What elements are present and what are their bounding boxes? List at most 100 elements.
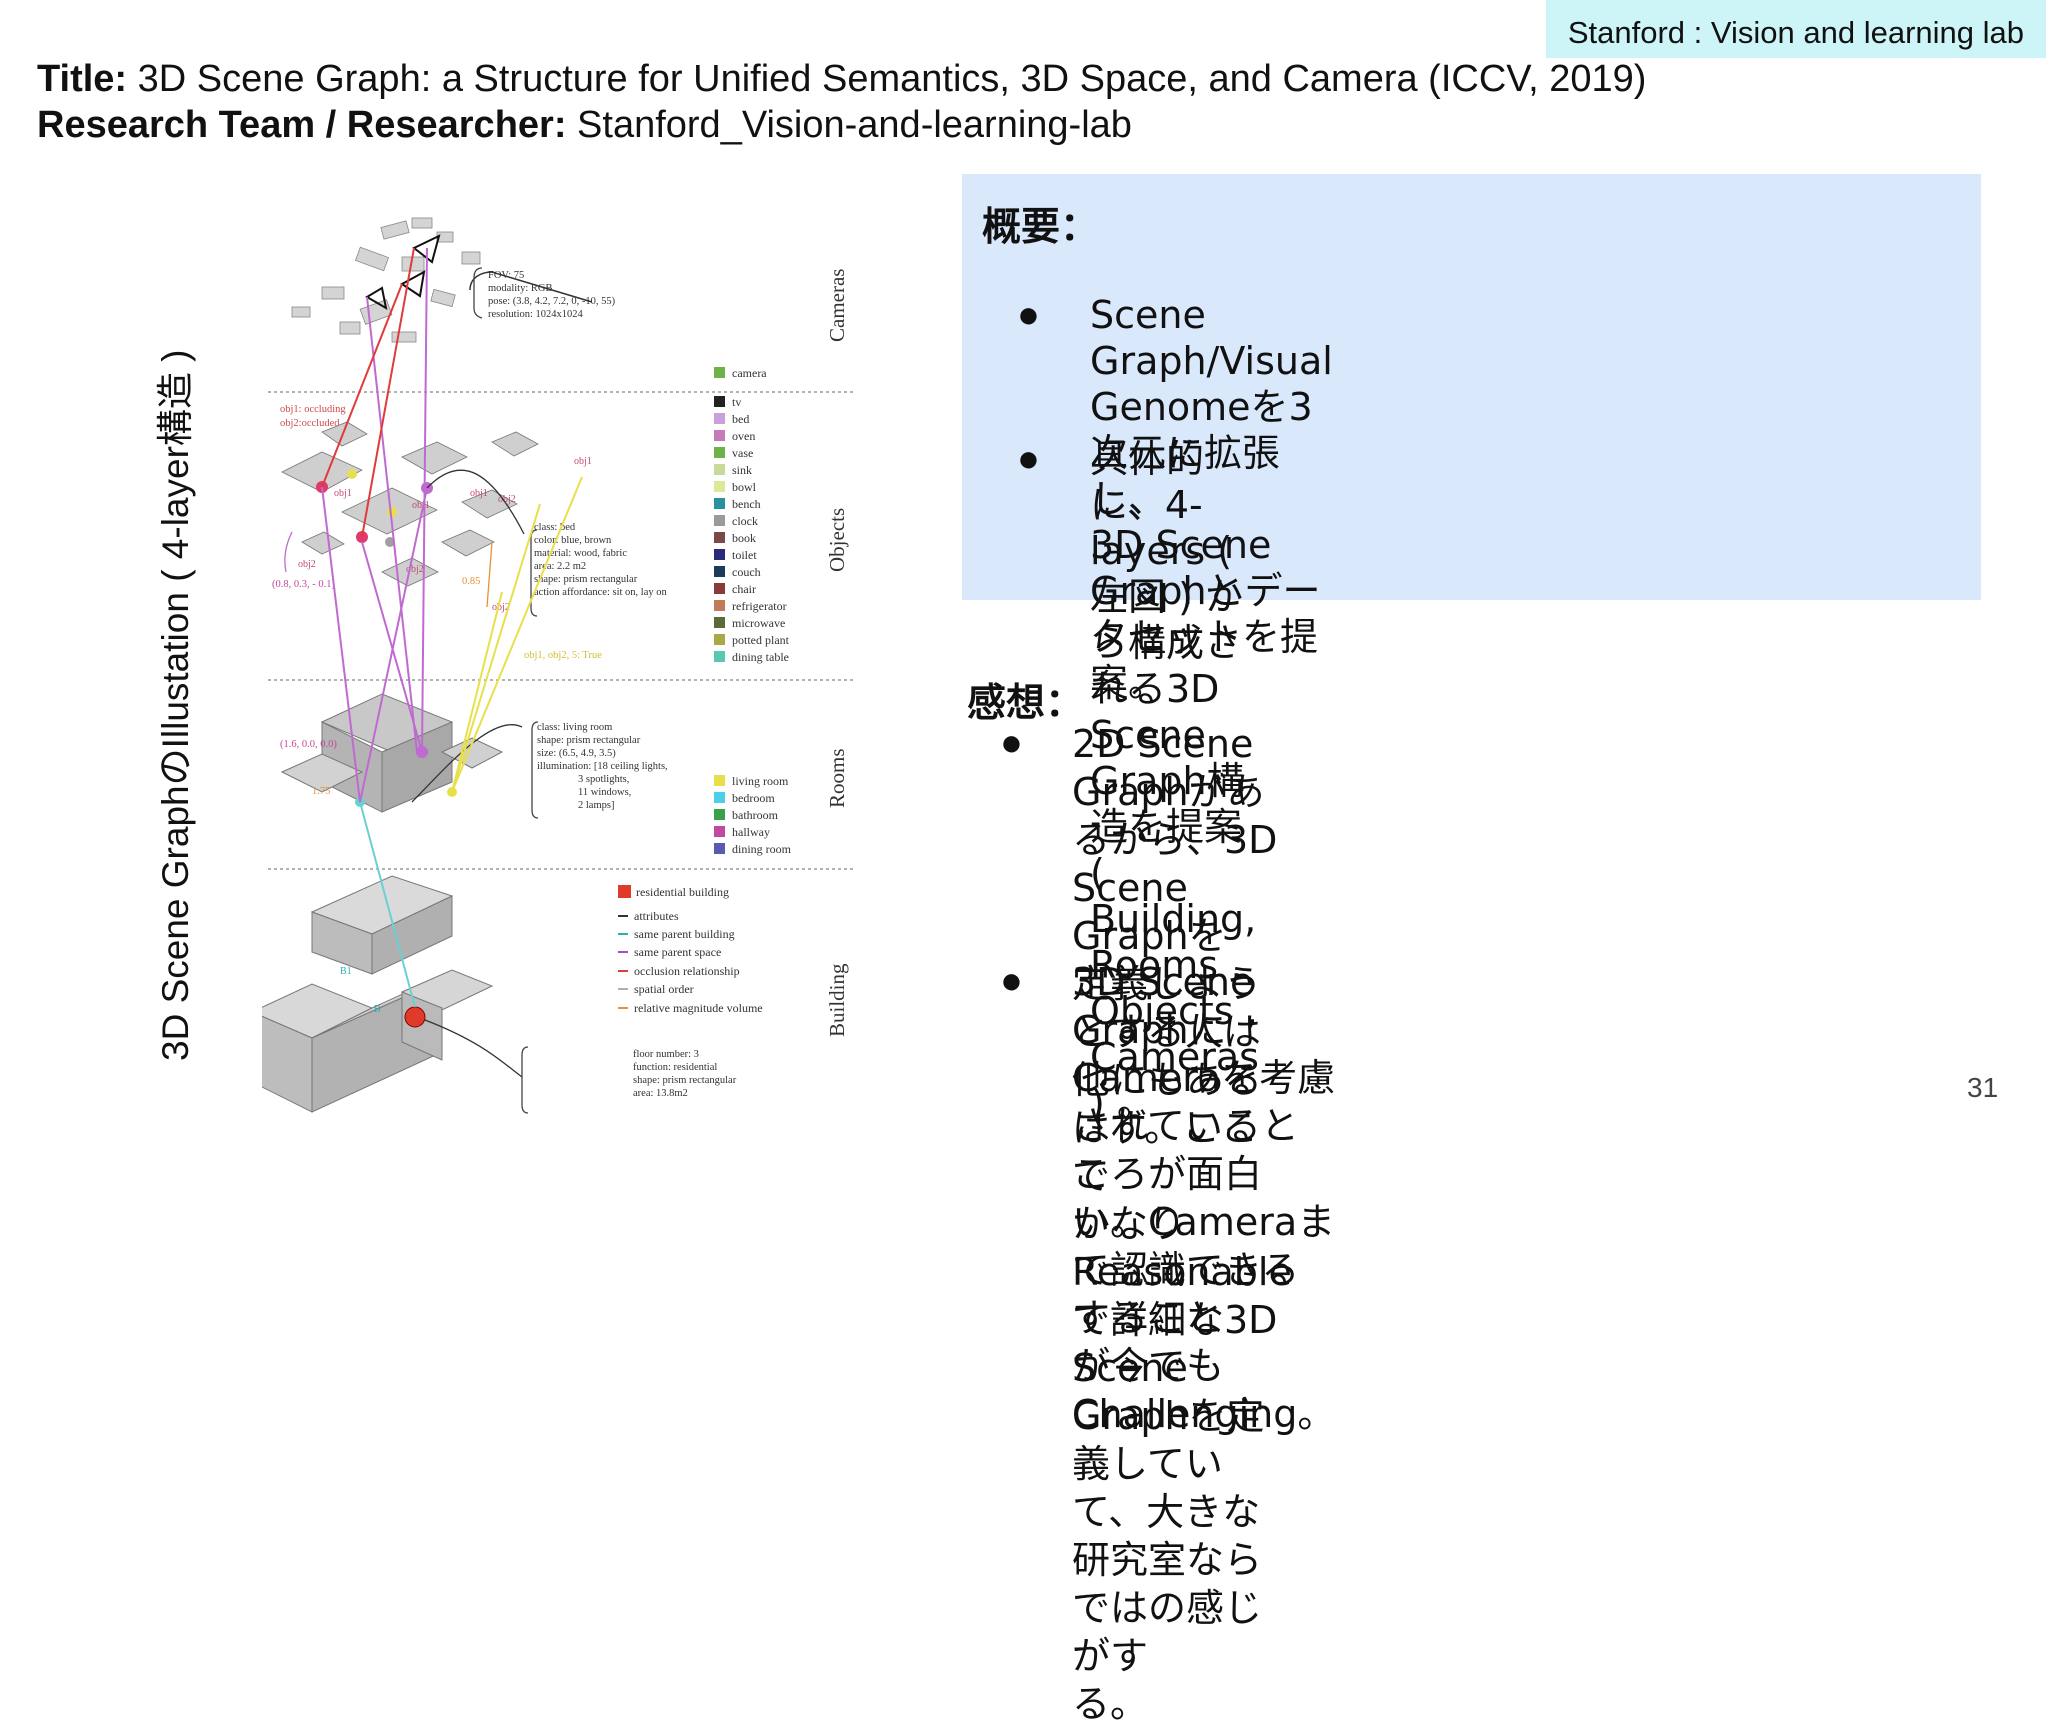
legend-camera: camera <box>732 366 767 380</box>
svg-text:bathroom: bathroom <box>732 808 779 822</box>
legend-swatch-microwave <box>714 617 725 628</box>
svg-text:toilet: toilet <box>732 548 757 562</box>
building-node <box>404 1006 426 1028</box>
object-attr-brace <box>530 529 538 617</box>
svg-text:area: 2.2 m2: area: 2.2 m2 <box>534 561 586 572</box>
object-magnitude: 0.85 <box>462 576 480 587</box>
legend-swatch-bench <box>714 498 725 509</box>
room-legend: living room bedroom bathroom hallway din… <box>714 774 792 856</box>
object-attributes: class: bed color: blue, brown material: … <box>534 522 668 598</box>
svg-text:obj2:occluded: obj2:occluded <box>280 418 340 429</box>
svg-text:attributes: attributes <box>634 909 679 923</box>
svg-text:pose: (3.8, 4.2, 7.2, 0, -10,: pose: (3.8, 4.2, 7.2, 0, -10, 55) <box>488 296 616 307</box>
svg-text:same parent building: same parent building <box>634 927 735 941</box>
svg-text:bed: bed <box>732 412 749 426</box>
legend-swatch-potted-plant <box>714 634 725 645</box>
spatial-order-label: obj1, obj2, 5: True <box>524 650 602 661</box>
page-number: 31 <box>1967 1072 1999 1103</box>
layer-label-cameras: Cameras <box>825 269 849 342</box>
building-mark-b1: B1 <box>340 966 352 977</box>
legend-swatch-residential-building <box>618 885 631 898</box>
svg-text:obj1: occluding: obj1: occluding <box>280 404 346 415</box>
svg-text:floor number: 3: floor number: 3 <box>633 1049 699 1060</box>
scene-graph-figure: Cameras Objects Rooms Building FOV: 75 m… <box>250 212 862 1127</box>
svg-text:microwave: microwave <box>732 616 785 630</box>
camera-layer-scene <box>291 217 481 343</box>
paper-title: Title: 3D Scene Graph: a Structure for U… <box>37 58 1647 100</box>
lab-tag: Stanford : Vision and learning lab <box>1545 0 2046 58</box>
svg-text:occlusion relationship: occlusion relationship <box>634 964 740 978</box>
legend-swatch-tv <box>714 396 725 407</box>
building-mark-b: B <box>374 1004 381 1015</box>
room-attr-pointer <box>411 724 523 803</box>
svg-text:bench: bench <box>732 497 761 511</box>
svg-text:refrigerator: refrigerator <box>732 599 787 613</box>
svg-text:potted plant: potted plant <box>732 633 790 647</box>
svg-text:obj1: obj1 <box>334 488 352 499</box>
svg-text:same parent space: same parent space <box>634 945 721 959</box>
svg-text:obj1: obj1 <box>470 488 488 499</box>
svg-text:function: residential: function: residential <box>633 1062 717 1073</box>
svg-text:resolution: 1024x1024: resolution: 1024x1024 <box>488 309 584 320</box>
svg-text:modality: RGB: modality: RGB <box>488 283 552 294</box>
occlusion-labels: obj1: occluding obj2:occluded <box>280 404 346 429</box>
svg-text:area: 13.8m2: area: 13.8m2 <box>633 1088 688 1099</box>
magnitude-edge <box>486 541 493 608</box>
svg-text:color: blue, brown: color: blue, brown <box>534 535 612 546</box>
impressions-heading: 感想： <box>967 681 1085 726</box>
legend-residential-building: residential building <box>636 885 729 899</box>
svg-text:obj2: obj2 <box>498 494 516 505</box>
legend-swatch-bowl <box>714 481 725 492</box>
legend-swatch-couch <box>714 566 725 577</box>
figure-svg: Cameras Objects Rooms Building FOV: 75 m… <box>250 217 854 1114</box>
svg-text:vase: vase <box>732 446 753 460</box>
svg-text:shape: prism rectangular: shape: prism rectangular <box>633 1075 737 1086</box>
svg-text:obj2: obj2 <box>492 602 510 613</box>
svg-text:material: wood, fabric: material: wood, fabric <box>534 548 627 559</box>
svg-text:bowl: bowl <box>732 480 757 494</box>
building-attr-brace <box>521 1046 529 1114</box>
svg-text:sink: sink <box>732 463 752 477</box>
svg-text:oven: oven <box>732 429 755 443</box>
svg-text:2 lamps]: 2 lamps] <box>578 800 614 811</box>
svg-text:tv: tv <box>732 395 741 409</box>
room-attributes: class: living room shape: prism rectangu… <box>537 722 668 811</box>
object-layer-scene <box>281 421 539 587</box>
object-coords: (0.8, 0.3, - 0.1) <box>272 579 335 590</box>
bullet-icon: ● <box>1000 960 1023 1002</box>
svg-text:illumination: [18 ceiling ligh: illumination: [18 ceiling lights, <box>537 761 668 772</box>
svg-text:chair: chair <box>732 582 756 596</box>
camera-attr-pointer <box>469 271 593 303</box>
legend-swatch-vase <box>714 447 725 458</box>
camera-attr-brace <box>473 267 483 319</box>
building-layer-scene <box>250 875 494 1113</box>
svg-text:dining table: dining table <box>732 650 789 664</box>
svg-text:couch: couch <box>732 565 761 579</box>
legend-swatch-chair <box>714 583 725 594</box>
building-attributes: floor number: 3 function: residential sh… <box>633 1049 737 1099</box>
legend-swatch-sink <box>714 464 725 475</box>
svg-text:dining room: dining room <box>732 842 792 856</box>
svg-text:obj2: obj2 <box>406 564 424 575</box>
room-magnitude: 1.75 <box>312 786 330 797</box>
legend-swatch-clock <box>714 515 725 526</box>
bullet-icon: ● <box>1017 438 1040 480</box>
bullet-icon: ● <box>1017 294 1040 336</box>
svg-text:FOV: 75: FOV: 75 <box>488 270 524 281</box>
svg-text:action affordance: sit on, lay: action affordance: sit on, lay on <box>534 587 668 598</box>
edge-legend: attributes same parent building same par… <box>618 909 763 1015</box>
legend-swatch-dining-table <box>714 651 725 662</box>
svg-text:living room: living room <box>732 774 789 788</box>
svg-text:shape: prism rectangular: shape: prism rectangular <box>537 735 641 746</box>
svg-text:clock: clock <box>732 514 758 528</box>
cross-layer-edges <box>321 247 583 1008</box>
object-attr-pointer <box>426 469 525 535</box>
svg-text:class: living room: class: living room <box>537 722 612 733</box>
legend-swatch-hallway <box>714 826 725 837</box>
svg-text:relative magnitude volume: relative magnitude volume <box>634 1001 763 1015</box>
svg-text:11 windows,: 11 windows, <box>578 787 631 798</box>
svg-text:3 spotlights,: 3 spotlights, <box>578 774 629 785</box>
camera-attributes: FOV: 75 modality: RGB pose: (3.8, 4.2, 7… <box>488 270 616 320</box>
svg-text:obj1: obj1 <box>574 456 592 467</box>
summary-box: 概要： ● Scene Graph/Visual Genomeを3次元に拡張し、… <box>962 174 1981 1125</box>
